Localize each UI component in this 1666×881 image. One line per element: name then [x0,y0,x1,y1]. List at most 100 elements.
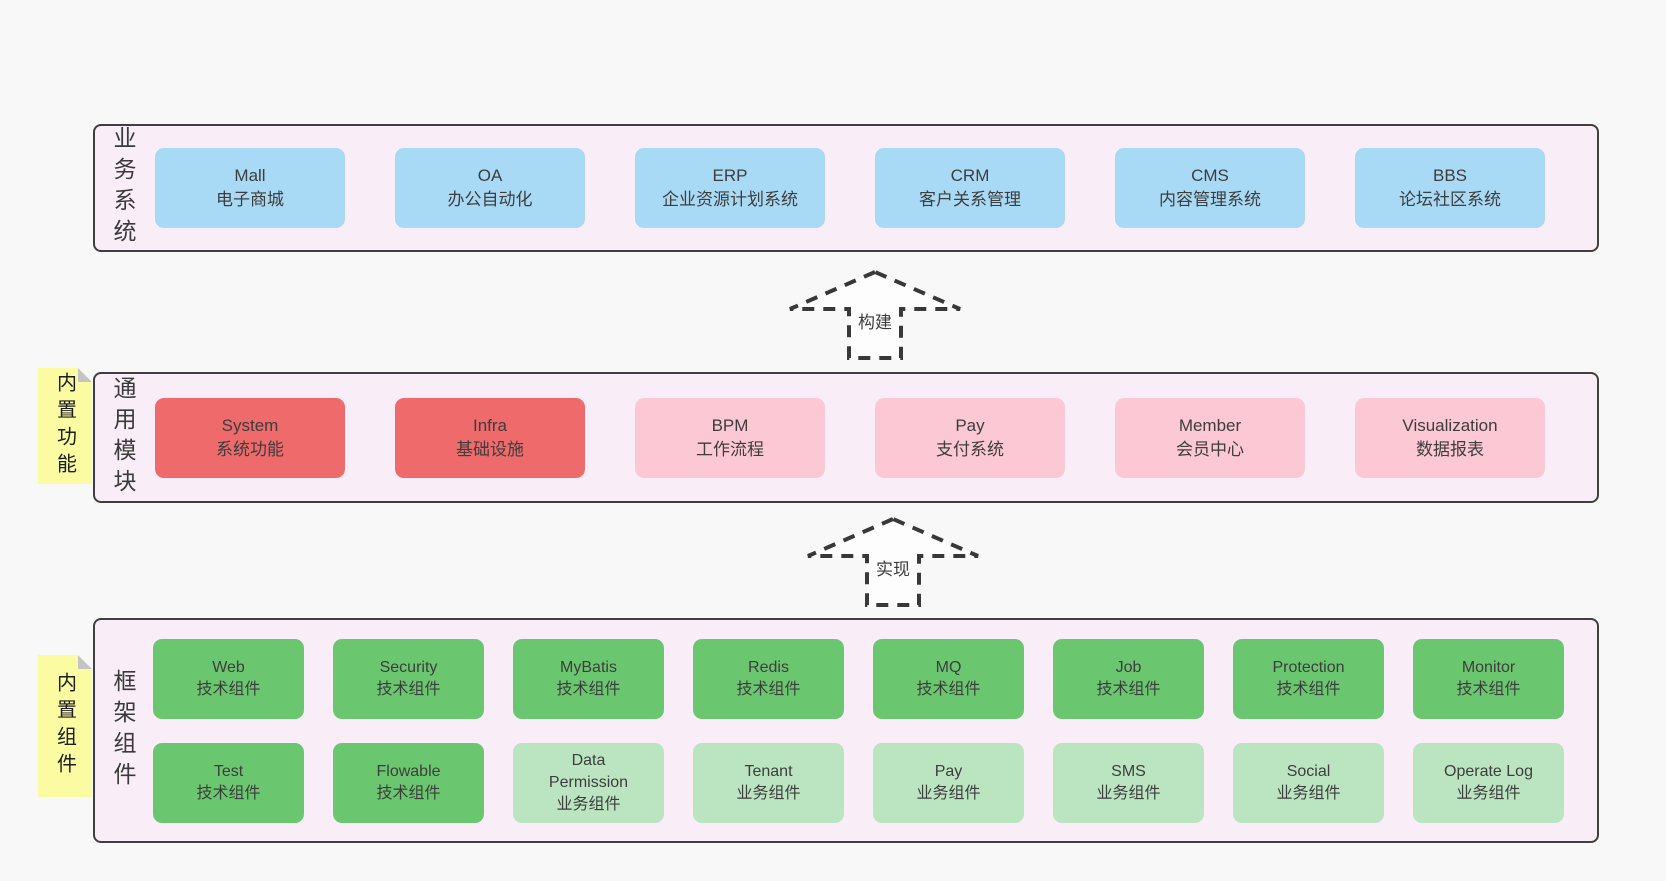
node-title: Test [213,762,244,780]
sticky-note-built-in-components[interactable]: 内置组件 [38,655,92,797]
diagram-node[interactable]: Member 会员中心 [1115,397,1305,478]
diagram-node[interactable]: Test 技术组件 [153,742,304,823]
diagram-node[interactable]: Pay 业务组件 [873,742,1024,823]
node-title: Security [379,658,438,676]
section-common-modules: 通用模块 System 系统功能 Infra 基础设施 BPM 工作流程 [93,372,1599,503]
diagram-node[interactable]: Tenant 业务组件 [693,742,844,823]
section-business-systems: 业务系统 Mall 电子商城 OA 办公自动化 ERP 企业资源计划系统 [93,124,1599,252]
business-systems-row: Mall 电子商城 OA 办公自动化 ERP 企业资源计划系统 CRM 客户关系… [151,126,1597,250]
node-title: CMS [1191,166,1229,185]
arrow-up-build-icon[interactable]: 构建 [787,269,963,360]
common-modules-row: System 系统功能 Infra 基础设施 BPM 工作流程 Pay 支付系统 [151,374,1597,501]
node-subtitle: 电子商城 [216,190,284,209]
node-title: SMS [1111,762,1146,780]
arrow-label: 构建 [858,313,892,332]
node-subtitle: 基础设施 [456,439,524,459]
node-title: Data Permission [548,751,629,791]
diagram-node[interactable]: CRM 客户关系管理 [875,148,1065,228]
block-arrow-outline [789,269,961,360]
section-label-components: 框架组件 [95,620,151,841]
node-title: ERP [712,166,748,185]
diagram-node[interactable]: OA 办公自动化 [395,148,585,228]
diagram-node[interactable]: Web 技术组件 [153,638,304,719]
node-title: Monitor [1461,658,1516,676]
node-subtitle: 办公自动化 [447,190,533,209]
block-arrow-outline [807,516,979,607]
diagram-node[interactable]: Job 技术组件 [1053,638,1204,719]
section-framework-components: 框架组件 Web 技术组件 Security 技术组件 MyBati [93,618,1599,843]
node-title: Protection [1272,658,1345,676]
folded-corner-icon [78,655,92,669]
section-label-text: 框架组件 [110,668,136,793]
diagram-node[interactable]: BBS 论坛社区系统 [1355,148,1545,228]
node-subtitle: 会员中心 [1176,439,1244,459]
sticky-note-built-in-features[interactable]: 内置功能 [38,368,92,484]
node-subtitle: 技术组件 [376,784,441,802]
node-subtitle: 技术组件 [1456,680,1521,698]
node-subtitle: 技术组件 [916,680,981,698]
diagram-node[interactable]: Protection 技术组件 [1233,638,1384,719]
node-subtitle: 内容管理系统 [1159,190,1261,209]
diagram-node[interactable]: Mall 电子商城 [155,148,345,228]
node-title: BPM [711,415,749,435]
node-subtitle: 业务组件 [1096,784,1161,802]
node-title: Member [1178,415,1242,435]
node-title: OA [477,166,503,185]
diagram-node[interactable]: SMS 业务组件 [1053,742,1204,823]
node-subtitle: 企业资源计划系统 [662,190,798,209]
biz-components-row: Test 技术组件 Flowable 技术组件 Data Permission … [151,742,1597,823]
node-subtitle: 技术组件 [1276,680,1341,698]
node-title: Visualization [1402,415,1498,435]
node-subtitle: 数据报表 [1416,439,1484,459]
node-title: Job [1115,658,1142,676]
diagram-node[interactable]: BPM 工作流程 [635,397,825,478]
folded-corner-icon [78,368,92,382]
node-title: Tenant [744,762,793,780]
node-title: Redis [748,658,789,676]
node-subtitle: 技术组件 [196,784,261,802]
diagram-node[interactable]: Visualization 数据报表 [1355,397,1545,478]
node-subtitle: 技术组件 [556,680,621,698]
diagram-node[interactable]: Data Permission 业务组件 [513,742,664,823]
diagram-node[interactable]: MQ 技术组件 [873,638,1024,719]
node-title: BBS [1432,166,1468,185]
diagram-node[interactable]: MyBatis 技术组件 [513,638,664,719]
node-subtitle: 技术组件 [196,680,261,698]
node-title: Pay [934,762,963,780]
node-subtitle: 业务组件 [1276,784,1341,802]
node-subtitle: 业务组件 [556,795,621,813]
node-subtitle: 工作流程 [696,439,764,459]
note-text: 内置组件 [53,672,76,780]
section-label-text: 通用模块 [110,375,136,500]
diagram-node[interactable]: Pay 支付系统 [875,397,1065,478]
node-title: Mall [234,166,266,185]
diagram-node[interactable]: Redis 技术组件 [693,638,844,719]
node-subtitle: 技术组件 [376,680,441,698]
diagram-node[interactable]: CMS 内容管理系统 [1115,148,1305,228]
node-title: Flowable [376,762,441,780]
node-title: Web [212,658,245,676]
node-title: System [221,415,279,435]
node-title: Social [1286,762,1331,780]
node-title: MQ [935,658,962,676]
diagram-node[interactable]: Operate Log 业务组件 [1413,742,1564,823]
note-text: 内置功能 [53,372,76,480]
node-subtitle: 业务组件 [916,784,981,802]
framework-components-rows: Web 技术组件 Security 技术组件 MyBatis 技术组件 [151,620,1597,841]
node-title: Pay [955,415,985,435]
node-title: Operate Log [1444,762,1533,780]
diagram-node[interactable]: Infra 基础设施 [395,397,585,478]
node-subtitle: 业务组件 [1456,784,1521,802]
diagram-node[interactable]: Security 技术组件 [333,638,484,719]
node-subtitle: 支付系统 [936,439,1004,459]
node-subtitle: 客户关系管理 [919,190,1021,209]
diagram-node[interactable]: Monitor 技术组件 [1413,638,1564,719]
diagram-node[interactable]: System 系统功能 [155,397,345,478]
diagram-node[interactable]: ERP 企业资源计划系统 [635,148,825,228]
diagram-node[interactable]: Flowable 技术组件 [333,742,484,823]
diagram-node[interactable]: Social 业务组件 [1233,742,1384,823]
arrow-up-implement-icon[interactable]: 实现 [805,516,981,607]
section-label-text: 业务系统 [110,126,136,250]
node-title: MyBatis [560,658,617,676]
